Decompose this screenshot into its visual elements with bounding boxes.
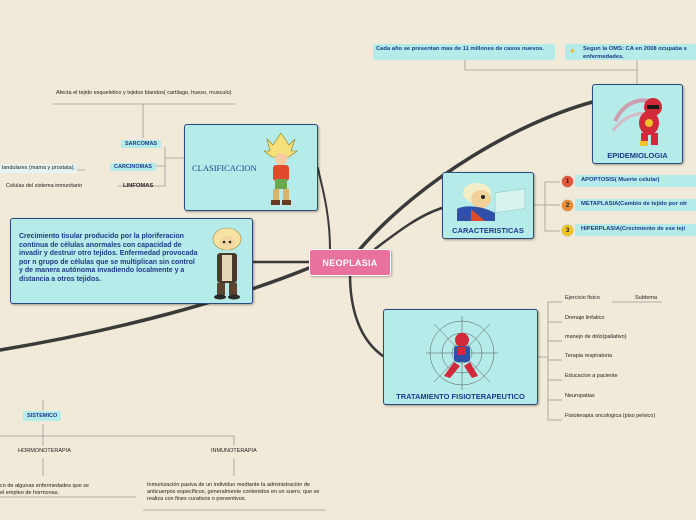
cartoon-character-icon [263, 132, 298, 205]
epidemiologia-node[interactable]: EPIDEMIOLOGIA [592, 84, 683, 164]
carcinomas-label[interactable]: CARCINOMAS [110, 163, 156, 171]
epidemiologia-note-oms[interactable]: ● Segun la OMS: CA en 2008 ocupaba s enf… [565, 44, 696, 60]
tratamiento-item-respiratoria[interactable]: Terapia respiratoria [565, 353, 613, 359]
sarcomas-label[interactable]: SARCOMAS [121, 140, 162, 148]
superhero-character-icon [611, 98, 662, 146]
caracteristicas-node[interactable]: CARACTERISTICAS [442, 172, 534, 239]
definicion-node[interactable]: Crecimiento tisular producido por la plo… [10, 218, 253, 304]
epidemiologia-title: EPIDEMIOLOGIA [607, 151, 668, 160]
tratamiento-item-neuropatias[interactable]: Neuropatias [565, 393, 595, 399]
sarcomas-description: Afecta el tejido esqueletico y tejidos b… [56, 90, 232, 96]
sistemico-label[interactable]: SISTEMICO [23, 411, 62, 421]
tratamiento-item-piso-pelvico[interactable]: Fisioterapia oncologica (piso pelvico) [565, 413, 656, 419]
inmunoterapia-description: Inmunización pasiva de un individuo medi… [147, 482, 320, 502]
hormonoterapia-description-1: co de algunas enfermedades que se [0, 483, 89, 489]
cartoon-character-icon [212, 227, 242, 300]
hormonoterapia-description-2: el empleo de hormonas. [0, 490, 60, 496]
tratamiento-node[interactable]: TRATAMIENTO FISIOTERAPEUTICO [383, 309, 538, 405]
epidemiologia-note-cases[interactable]: Cada año se presentan mas de 11 millones… [373, 44, 555, 60]
tratamiento-item-ejercicio[interactable]: Ejercicio fisico [565, 295, 600, 301]
caracteristica-item-apoptosis[interactable]: APOPTOSIS( Muerte celular) [575, 175, 696, 187]
number-badge-3: 3 [562, 225, 573, 236]
caracteristica-item-metaplasia[interactable]: METAPLASIA(Cambio de tejido por otr [575, 199, 696, 211]
tratamiento-item-educacion[interactable]: Educacion a paciente [565, 373, 618, 379]
number-badge-2: 2 [562, 200, 573, 211]
subtema-label[interactable]: Subtema [635, 295, 658, 301]
central-topic-neoplasia[interactable]: NEOPLASIA [309, 249, 391, 276]
number-badge-1: 1 [562, 176, 573, 187]
spider-web-character-icon [426, 316, 498, 390]
clasificacion-title: CLASIFICACION [192, 163, 257, 173]
definicion-text: Crecimiento tisular producido por la plo… [19, 233, 198, 283]
clasificacion-node[interactable]: CLASIFICACION [184, 124, 318, 211]
cartoon-character-icon [457, 183, 526, 221]
tratamiento-item-dolor[interactable]: manejo de dolo(paliativo) [565, 334, 627, 340]
tratamiento-title: TRATAMIENTO FISIOTERAPEUTICO [396, 392, 525, 401]
linfomas-label[interactable]: LINFOMAS [123, 183, 154, 189]
carcinomas-description: landulares (mama y prostata). [0, 164, 78, 173]
inmunoterapia-label[interactable]: INMUNOTERAPIA [211, 448, 257, 454]
oms-text: Segun la OMS: CA en 2008 ocupaba s enfer… [583, 46, 687, 60]
hormonoterapia-label[interactable]: HORMONOTERAPIA [18, 448, 71, 454]
caracteristicas-title: CARACTERISTICAS [452, 226, 524, 235]
linfomas-description: Celulas del sistema inmunitario [6, 183, 83, 189]
caracteristica-item-hiperplasia[interactable]: HIPERPLASIA(Crecimiento de ese teji [575, 224, 696, 236]
lightbulb-icon: ● [570, 46, 575, 55]
tratamiento-item-drenaje[interactable]: Drenaje linfatico [565, 315, 605, 321]
